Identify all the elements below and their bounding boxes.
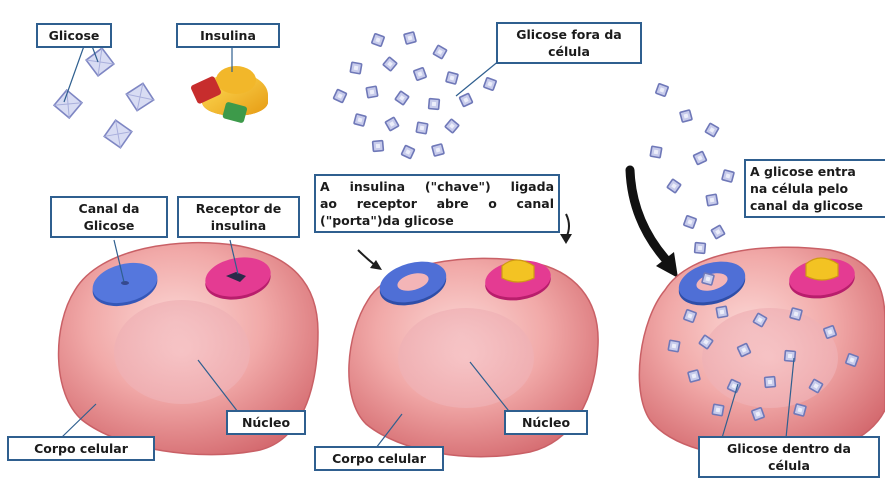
label-corpo-celular-1-text: Corpo celular bbox=[13, 440, 149, 457]
glucose-molecule-icon bbox=[53, 89, 83, 119]
label-glicose-fora-line-2: célula bbox=[502, 43, 636, 60]
insulin-key-icon bbox=[502, 260, 534, 282]
label-nucleo-1: Núcleo bbox=[226, 410, 306, 435]
label-nucleo-2: Núcleo bbox=[504, 410, 588, 435]
label-receptor-insulina-line-1: Receptor de bbox=[183, 200, 294, 217]
insulin-molecule-icon bbox=[190, 66, 268, 124]
label-insulina-chave: A insulina ("chave") ligada ao receptor … bbox=[314, 174, 560, 233]
nucleus bbox=[398, 308, 534, 408]
label-insulina-chave-line-2: ao receptor abre o canal bbox=[320, 195, 554, 212]
glucose-molecule-icon bbox=[123, 80, 156, 113]
label-glicose-entra-line-1: A glicose entra bbox=[750, 163, 881, 180]
glucose-molecule-icon bbox=[102, 118, 134, 150]
label-corpo-celular-2-text: Corpo celular bbox=[320, 450, 438, 467]
label-receptor-insulina: Receptor de insulina bbox=[177, 196, 300, 238]
label-insulina-chave-line-1: A insulina ("chave") ligada bbox=[320, 178, 554, 195]
label-glicose-dentro-line-2: célula bbox=[704, 457, 874, 474]
label-corpo-celular-2: Corpo celular bbox=[314, 446, 444, 471]
label-glicose-dentro: Glicose dentro da célula bbox=[698, 436, 880, 478]
label-canal-glicose-line-1: Canal da bbox=[56, 200, 162, 217]
label-glicose-entra: A glicose entra na célula pelo canal da … bbox=[744, 159, 885, 218]
label-glicose-entra-line-3: canal da glicose bbox=[750, 197, 881, 214]
insulin-key-icon bbox=[806, 258, 838, 280]
label-glicose-fora: Glicose fora da célula bbox=[496, 22, 642, 64]
label-insulina: Insulina bbox=[176, 23, 280, 48]
cell-3 bbox=[639, 247, 885, 458]
glucose-stream bbox=[650, 84, 734, 254]
label-glicose: Glicose bbox=[36, 23, 112, 48]
label-glicose-entra-line-2: na célula pelo bbox=[750, 180, 881, 197]
label-insulina-text: Insulina bbox=[182, 27, 274, 44]
glucose-crystals bbox=[53, 46, 157, 150]
label-nucleo-1-text: Núcleo bbox=[232, 414, 300, 431]
label-canal-glicose-line-2: Glicose bbox=[56, 217, 162, 234]
label-canal-glicose: Canal da Glicose bbox=[50, 196, 168, 238]
nucleus bbox=[114, 300, 250, 404]
label-glicose-dentro-line-1: Glicose dentro da bbox=[704, 440, 874, 457]
label-corpo-celular-1: Corpo celular bbox=[7, 436, 155, 461]
glucose-cloud bbox=[333, 32, 496, 159]
label-insulina-chave-line-3: ("porta")da glicose bbox=[320, 212, 554, 229]
glucose-molecule-icon bbox=[84, 46, 116, 78]
label-glicose-text: Glicose bbox=[42, 27, 106, 44]
label-receptor-insulina-line-2: insulina bbox=[183, 217, 294, 234]
label-glicose-fora-line-1: Glicose fora da bbox=[502, 26, 636, 43]
label-nucleo-2-text: Núcleo bbox=[510, 414, 582, 431]
